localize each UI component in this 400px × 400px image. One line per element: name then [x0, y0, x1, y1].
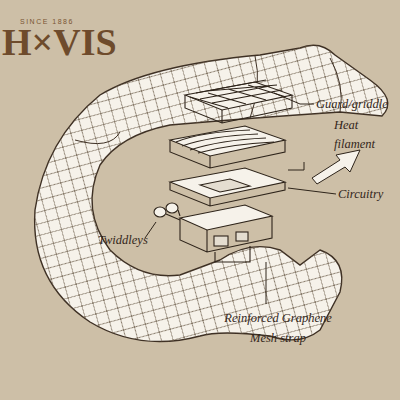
logo-wordmark: H×VIS	[2, 20, 122, 64]
part-label: Guard/griddle	[316, 96, 398, 113]
part-label: Twiddleys	[98, 232, 168, 249]
part-label: Circuitry	[338, 186, 398, 203]
part-label: Reinforced Graphene Mesh strap	[214, 308, 342, 348]
part-label: Heat filament	[334, 116, 392, 154]
